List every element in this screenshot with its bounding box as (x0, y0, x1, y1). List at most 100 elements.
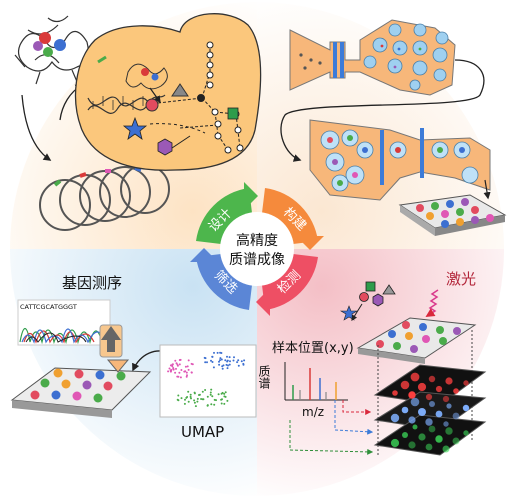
ion-signal-spot (429, 401, 435, 407)
umap-point (224, 359, 227, 362)
umap-point (206, 395, 209, 398)
umap-point (179, 376, 182, 379)
umap-point (172, 367, 175, 370)
ion-signal-spot (463, 380, 469, 386)
umap-point (190, 371, 193, 374)
design-quadrant (14, 13, 262, 231)
umap-point (168, 367, 171, 370)
umap-point (219, 357, 222, 360)
umap-point (176, 398, 179, 401)
ion-signal-spot (408, 391, 416, 399)
expressed-protein-icon (125, 63, 168, 90)
umap-point (174, 359, 177, 362)
umap-point (201, 390, 204, 393)
umap-point (209, 393, 212, 396)
umap-point (226, 359, 229, 362)
red-channel-arrow (342, 400, 372, 415)
umap-point (226, 367, 229, 370)
umap-point (206, 361, 208, 364)
ion-signal-spot (425, 443, 433, 451)
umap-point (185, 375, 188, 378)
ion-signal-spot (452, 412, 460, 420)
ion-signal-spot (428, 375, 436, 383)
umap-point (233, 356, 235, 359)
umap-point (237, 364, 240, 367)
umap-point (224, 391, 227, 394)
droplet-sorter-chip (309, 119, 491, 201)
arrow-sorter-to-plate (483, 179, 491, 200)
umap-point (189, 393, 192, 396)
umap-point (193, 401, 196, 404)
sequencing-label: 基因测序 (62, 274, 122, 292)
umap-point (194, 405, 197, 408)
umap-point (180, 397, 183, 400)
umap-point (178, 363, 181, 366)
ion-signal-spot (435, 385, 443, 393)
ion-signal-spot (428, 425, 436, 433)
umap-point (215, 399, 217, 402)
ion-signal-spot (425, 418, 433, 426)
umap-point (204, 389, 207, 391)
mass-spec-label: 质谱 (257, 365, 271, 389)
umap-point (220, 402, 223, 405)
ion-signal-spot (392, 390, 398, 396)
umap-point (210, 388, 213, 391)
ion-signal-spot (417, 382, 427, 392)
detect-microplate (356, 317, 477, 364)
umap-point (220, 392, 223, 395)
analyte-icons (339, 281, 396, 322)
umap-point (187, 359, 190, 362)
umap-point (226, 399, 229, 402)
ion-signal-spot (435, 435, 443, 443)
ion-signal-spot (442, 445, 450, 453)
build-microplate (398, 194, 507, 236)
droplet-generator-chip (289, 19, 456, 96)
umap-point (223, 402, 226, 405)
umap-point (187, 400, 190, 403)
umap-point (211, 395, 214, 398)
umap-point (206, 404, 209, 407)
ion-signal-spot (402, 432, 408, 438)
umap-point (209, 391, 212, 394)
umap-point (243, 359, 246, 362)
umap-point (171, 363, 174, 366)
ion-signal-spot (408, 441, 416, 449)
umap-point (219, 359, 221, 362)
ion-signal-spot (408, 416, 416, 424)
umap-point (196, 397, 199, 400)
umap-point (201, 398, 204, 401)
umap-point (186, 365, 189, 368)
ion-signal-spot (446, 403, 452, 409)
umap-point (187, 368, 190, 371)
mz-label: m/z (302, 405, 324, 419)
ring-segment-design (196, 188, 252, 244)
ring-segment-screen (196, 254, 252, 310)
umap-point (211, 355, 214, 358)
detect-quadrant: 激光 样本位置(x,y) 质谱 (257, 270, 487, 456)
umap-point (220, 352, 223, 354)
umap-point (190, 397, 192, 400)
triangle-metabolite-icon (171, 83, 189, 97)
red-metabolite-icon (145, 98, 159, 112)
umap-point (175, 367, 177, 370)
umap-point (178, 371, 181, 374)
umap-point (213, 351, 215, 354)
umap-point (217, 393, 220, 396)
ring-segment-detect (262, 254, 318, 310)
ion-signal-spot (390, 413, 400, 423)
umap-point (221, 367, 224, 370)
umap-point (227, 364, 229, 367)
umap-point (236, 361, 239, 364)
build-quadrant (280, 19, 507, 236)
sequence-read: CATTCGCATGGGT (20, 303, 77, 311)
metabolic-pathway (157, 41, 244, 154)
umap-point (242, 362, 245, 365)
umap-point (167, 370, 170, 373)
umap-point (193, 392, 196, 395)
umap-point (190, 362, 193, 365)
umap-point (175, 362, 178, 365)
umap-point (211, 361, 214, 363)
umap-point (210, 359, 212, 362)
